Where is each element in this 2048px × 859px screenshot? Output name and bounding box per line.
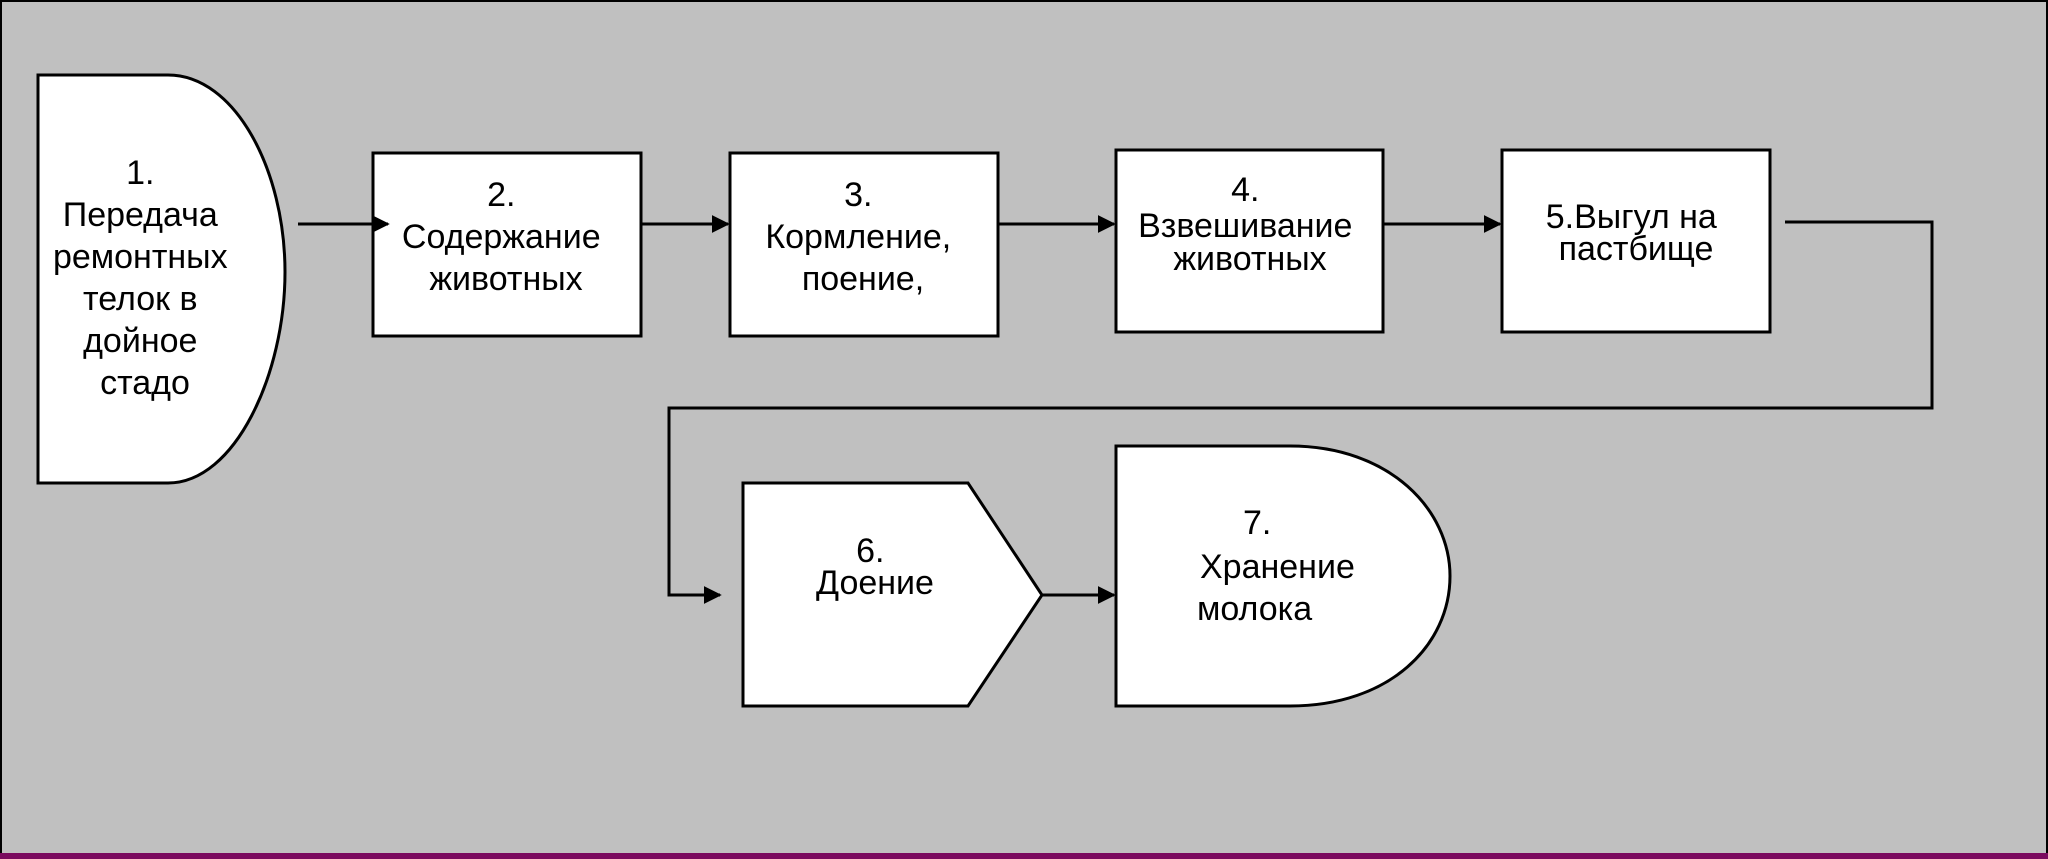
node-1-line-4: телок в: [83, 280, 197, 318]
node-2-line-1: 2.: [487, 176, 515, 214]
node-3: 3. Кормление, поение,: [728, 151, 1000, 338]
node-4-line-1: 4.: [1231, 171, 1259, 209]
node-3-line-3: поение,: [802, 260, 924, 298]
node-4-line-2: Взвешивание: [1138, 207, 1352, 245]
node-6-line-2: Доение: [816, 564, 934, 602]
node-7: 7. Хранение молока: [1114, 444, 1452, 708]
node-1-label: 1. Передача ремонтных телок в дойное ста…: [53, 154, 237, 402]
node-5-label: 5.Выгул на пастбище: [1546, 198, 1727, 268]
node-7-line-2: Хранение: [1200, 548, 1355, 586]
node-4-label: 4. Взвешивание животных: [1138, 171, 1362, 278]
node-1-line-2: Передача: [63, 196, 218, 234]
bottom-border: [0, 853, 2048, 859]
arrow-5-to-6: [667, 220, 1934, 604]
node-2-shape: [371, 151, 643, 338]
node-6-shape: [741, 481, 1044, 708]
node-5-shape: [1500, 148, 1772, 334]
node-4-line-3: животных: [1173, 240, 1326, 278]
node-3-shape: [728, 151, 1000, 338]
node-1-line-1: 1.: [126, 154, 154, 192]
node-1-line-3: ремонтных: [53, 238, 228, 276]
node-2: 2. Содержание животных: [371, 151, 643, 338]
node-5-line-2: пастбище: [1559, 230, 1714, 268]
node-1-line-5: дойное: [83, 322, 197, 360]
node-1-shape: [36, 73, 287, 485]
node-7-label: 7. Хранение молока: [1197, 504, 1364, 628]
node-1-line-6: стадо: [100, 364, 190, 402]
node-6: 6. Доение: [741, 481, 1044, 708]
node-2-label: 2. Содержание животных: [402, 176, 610, 298]
connectors: [298, 215, 1934, 604]
node-7-shape: [1114, 444, 1452, 708]
node-1: 1. Передача ремонтных телок в дойное ста…: [36, 73, 287, 485]
node-7-line-3: молока: [1197, 590, 1312, 628]
node-7-line-1: 7.: [1243, 504, 1271, 542]
node-3-label: 3. Кормление, поение,: [765, 176, 960, 298]
node-5-line-1: 5.Выгул на: [1546, 198, 1717, 236]
node-6-line-1: 6.: [856, 532, 884, 570]
node-2-line-3: животных: [429, 260, 582, 298]
node-3-line-2: Кормление,: [765, 218, 951, 256]
node-3-line-1: 3.: [844, 176, 872, 214]
node-6-label: 6. Доение: [816, 532, 934, 602]
node-2-line-2: Содержание: [402, 218, 601, 256]
node-4: 4. Взвешивание животных: [1114, 148, 1385, 334]
node-4-shape: [1114, 148, 1385, 334]
node-5: 5.Выгул на пастбище: [1500, 148, 1772, 334]
